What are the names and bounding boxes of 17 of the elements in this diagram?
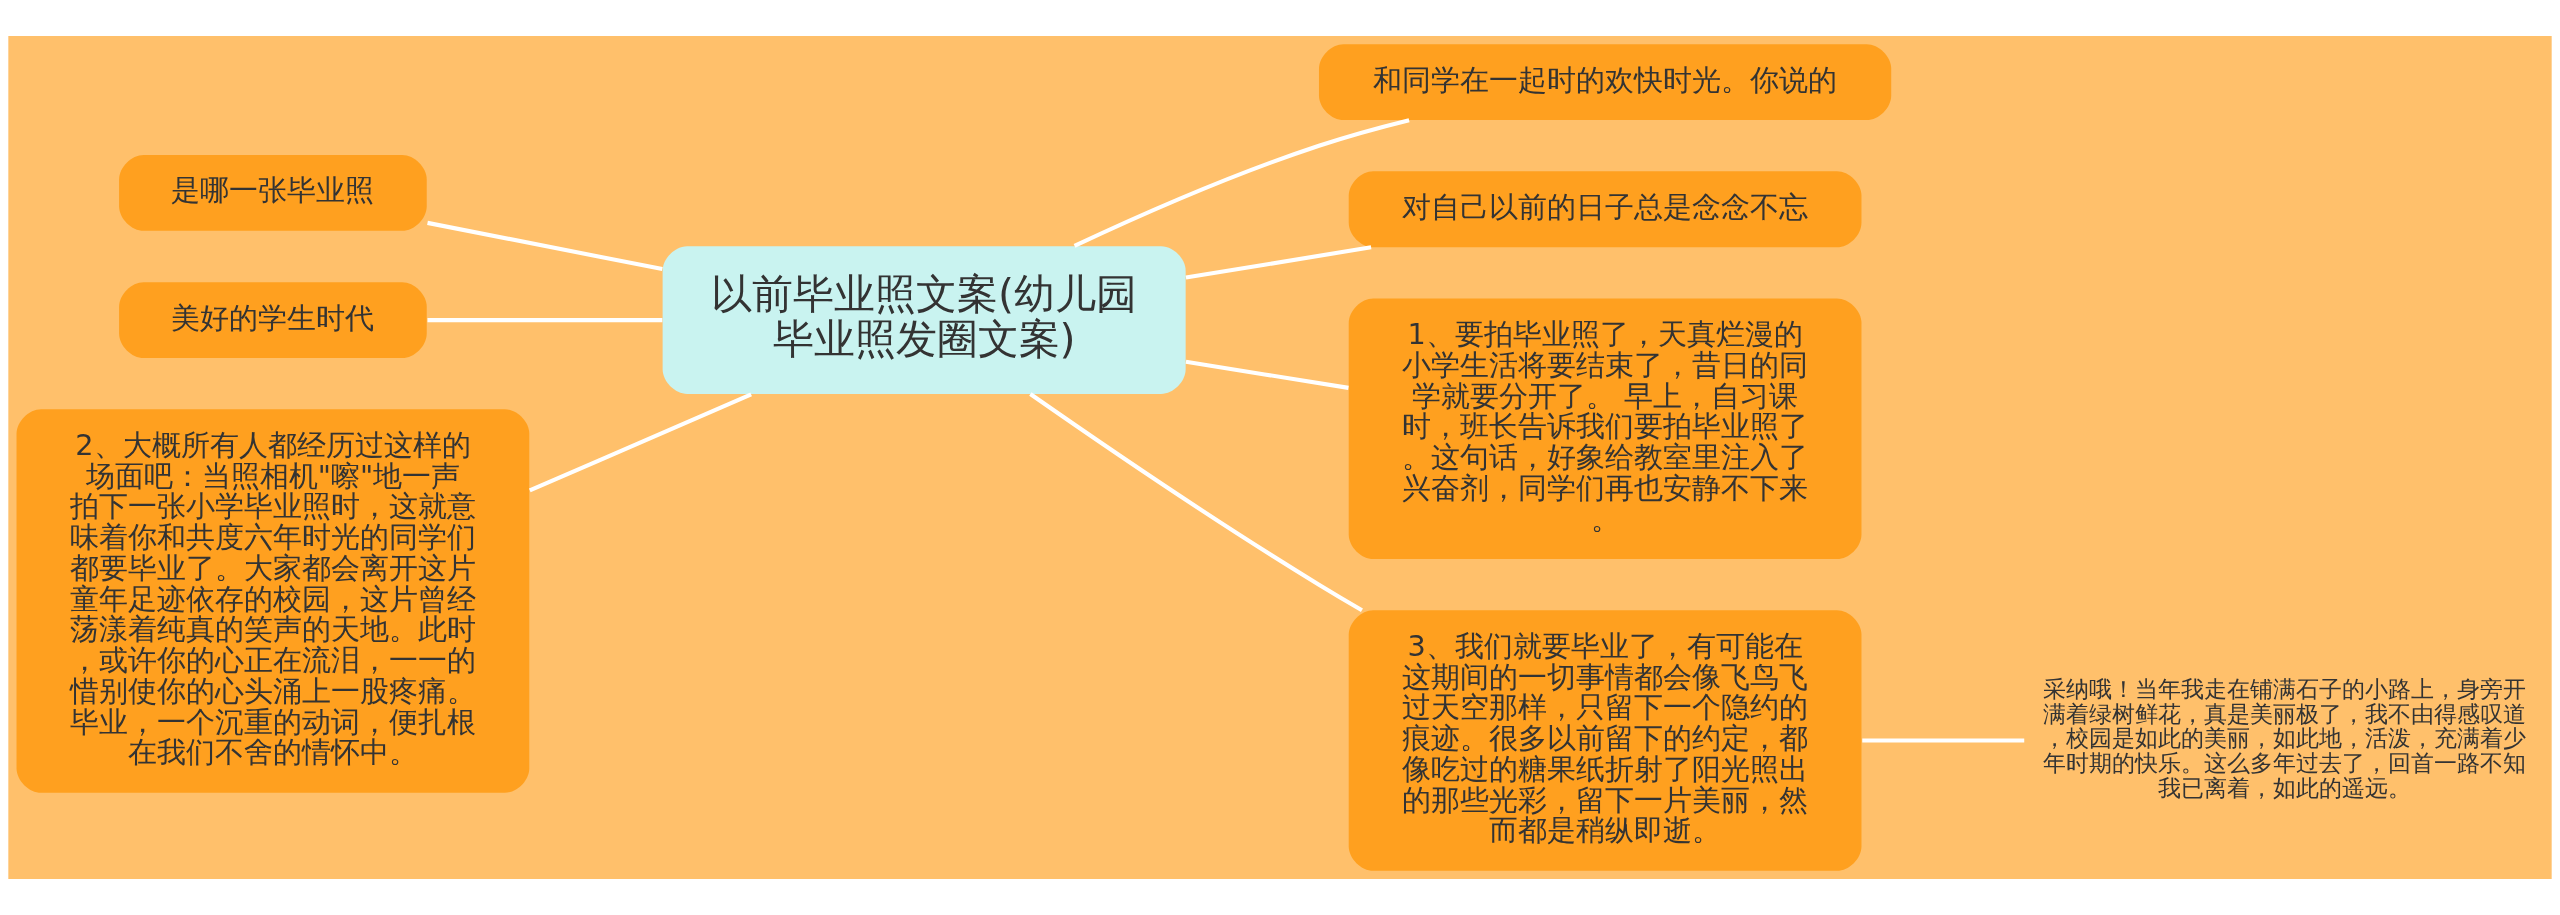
node-box: 美好的学生时代 (119, 282, 427, 358)
connector (1029, 392, 1363, 613)
node-box: 2、大概所有人都经历过这样的场面吧：当照相机"嚓"地一声拍下一张小学毕业照时，这就意味着你和共度六年时光的同学们都要毕业了。大家都会离开这片童年足迹依存的校园，这片曾经荡漾着纯真的笑声的天地。此时，或许你的心正在流泪，一一的惜别使你的心头涌上一股疼痛。毕业，一个沉重的动词，便扎根在我们不舍的情怀中。 (16, 409, 530, 793)
connector (528, 392, 752, 493)
node-box: 1、要拍毕业照了，天真烂漫的小学生活将要结束了，昔日的同学就要分开了。 早上，自习课时，班长告诉我们要拍毕业照了。这句话，好象给教室里注入了兴奋剂，同学们再也安静不下来。 (1348, 298, 1862, 560)
node-box: 对自己以前的日子总是念念不忘 (1348, 171, 1862, 248)
node-box: 以前毕业照文案(幼儿园毕业照发圈文案) (662, 246, 1186, 394)
connector (1073, 118, 1410, 248)
connector (1185, 245, 1372, 280)
connector (1185, 359, 1349, 390)
node-box: 是哪一张毕业照 (119, 154, 427, 231)
connector (427, 318, 663, 323)
node-box: 和同学在一起时的欢快时光。你说的 (1318, 44, 1892, 121)
node-text: 采纳哦！当年我走在铺满石子的小路上，身旁开满着绿树鲜花，真是美丽极了，我不由得感叹道，校园是如此的美丽，如此地，活泼，充满着少年时期的快乐。这么多年过去了，回首一路不知我已离着，如此的遥远。 (2042, 676, 2526, 801)
connector (427, 220, 663, 272)
node-box: 3、我们就要毕业了，有可能在这期间的一切事情都会像飞鸟飞过天空那样，只留下一个隐约的痕迹。很多以前留下的约定，都像吃过的糖果纸折射了阳光照出的那些光彩，留下一片美丽，然而都是稍纵即逝。 (1348, 610, 1862, 871)
connector (1862, 738, 2025, 743)
